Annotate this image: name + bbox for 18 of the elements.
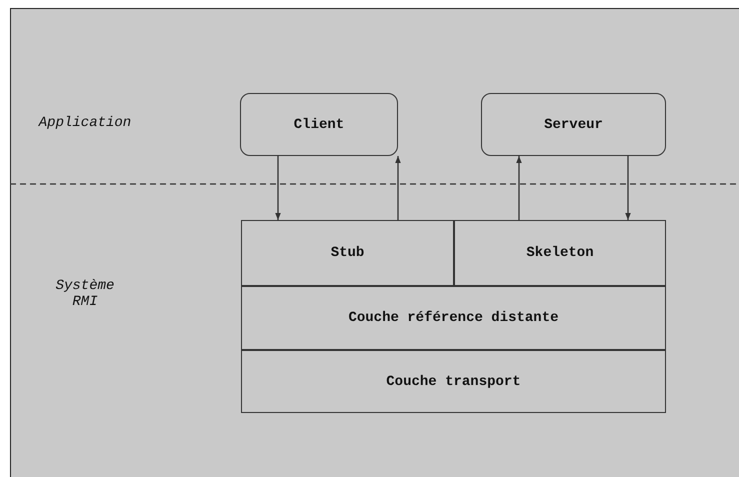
- skeleton-cell: [454, 220, 666, 286]
- node-label: Stub: [330, 245, 364, 261]
- layer-box: [241, 286, 666, 350]
- node-label: Serveur: [544, 116, 603, 132]
- layer-box: [241, 350, 666, 413]
- layer-label: Système RMI: [54, 278, 116, 310]
- node-label: Skeleton: [526, 245, 594, 261]
- arrow: [625, 156, 631, 220]
- node-label: Couche transport: [386, 374, 521, 390]
- client-box: [240, 93, 398, 156]
- node-label: Client: [294, 116, 344, 132]
- server-box: [481, 93, 666, 156]
- stub-cell: [241, 220, 454, 286]
- arrow: [395, 156, 401, 220]
- arrow: [516, 156, 522, 220]
- node-label: Couche référence distante: [348, 310, 559, 326]
- arrow: [275, 156, 281, 220]
- layer-label: Application: [37, 115, 132, 131]
